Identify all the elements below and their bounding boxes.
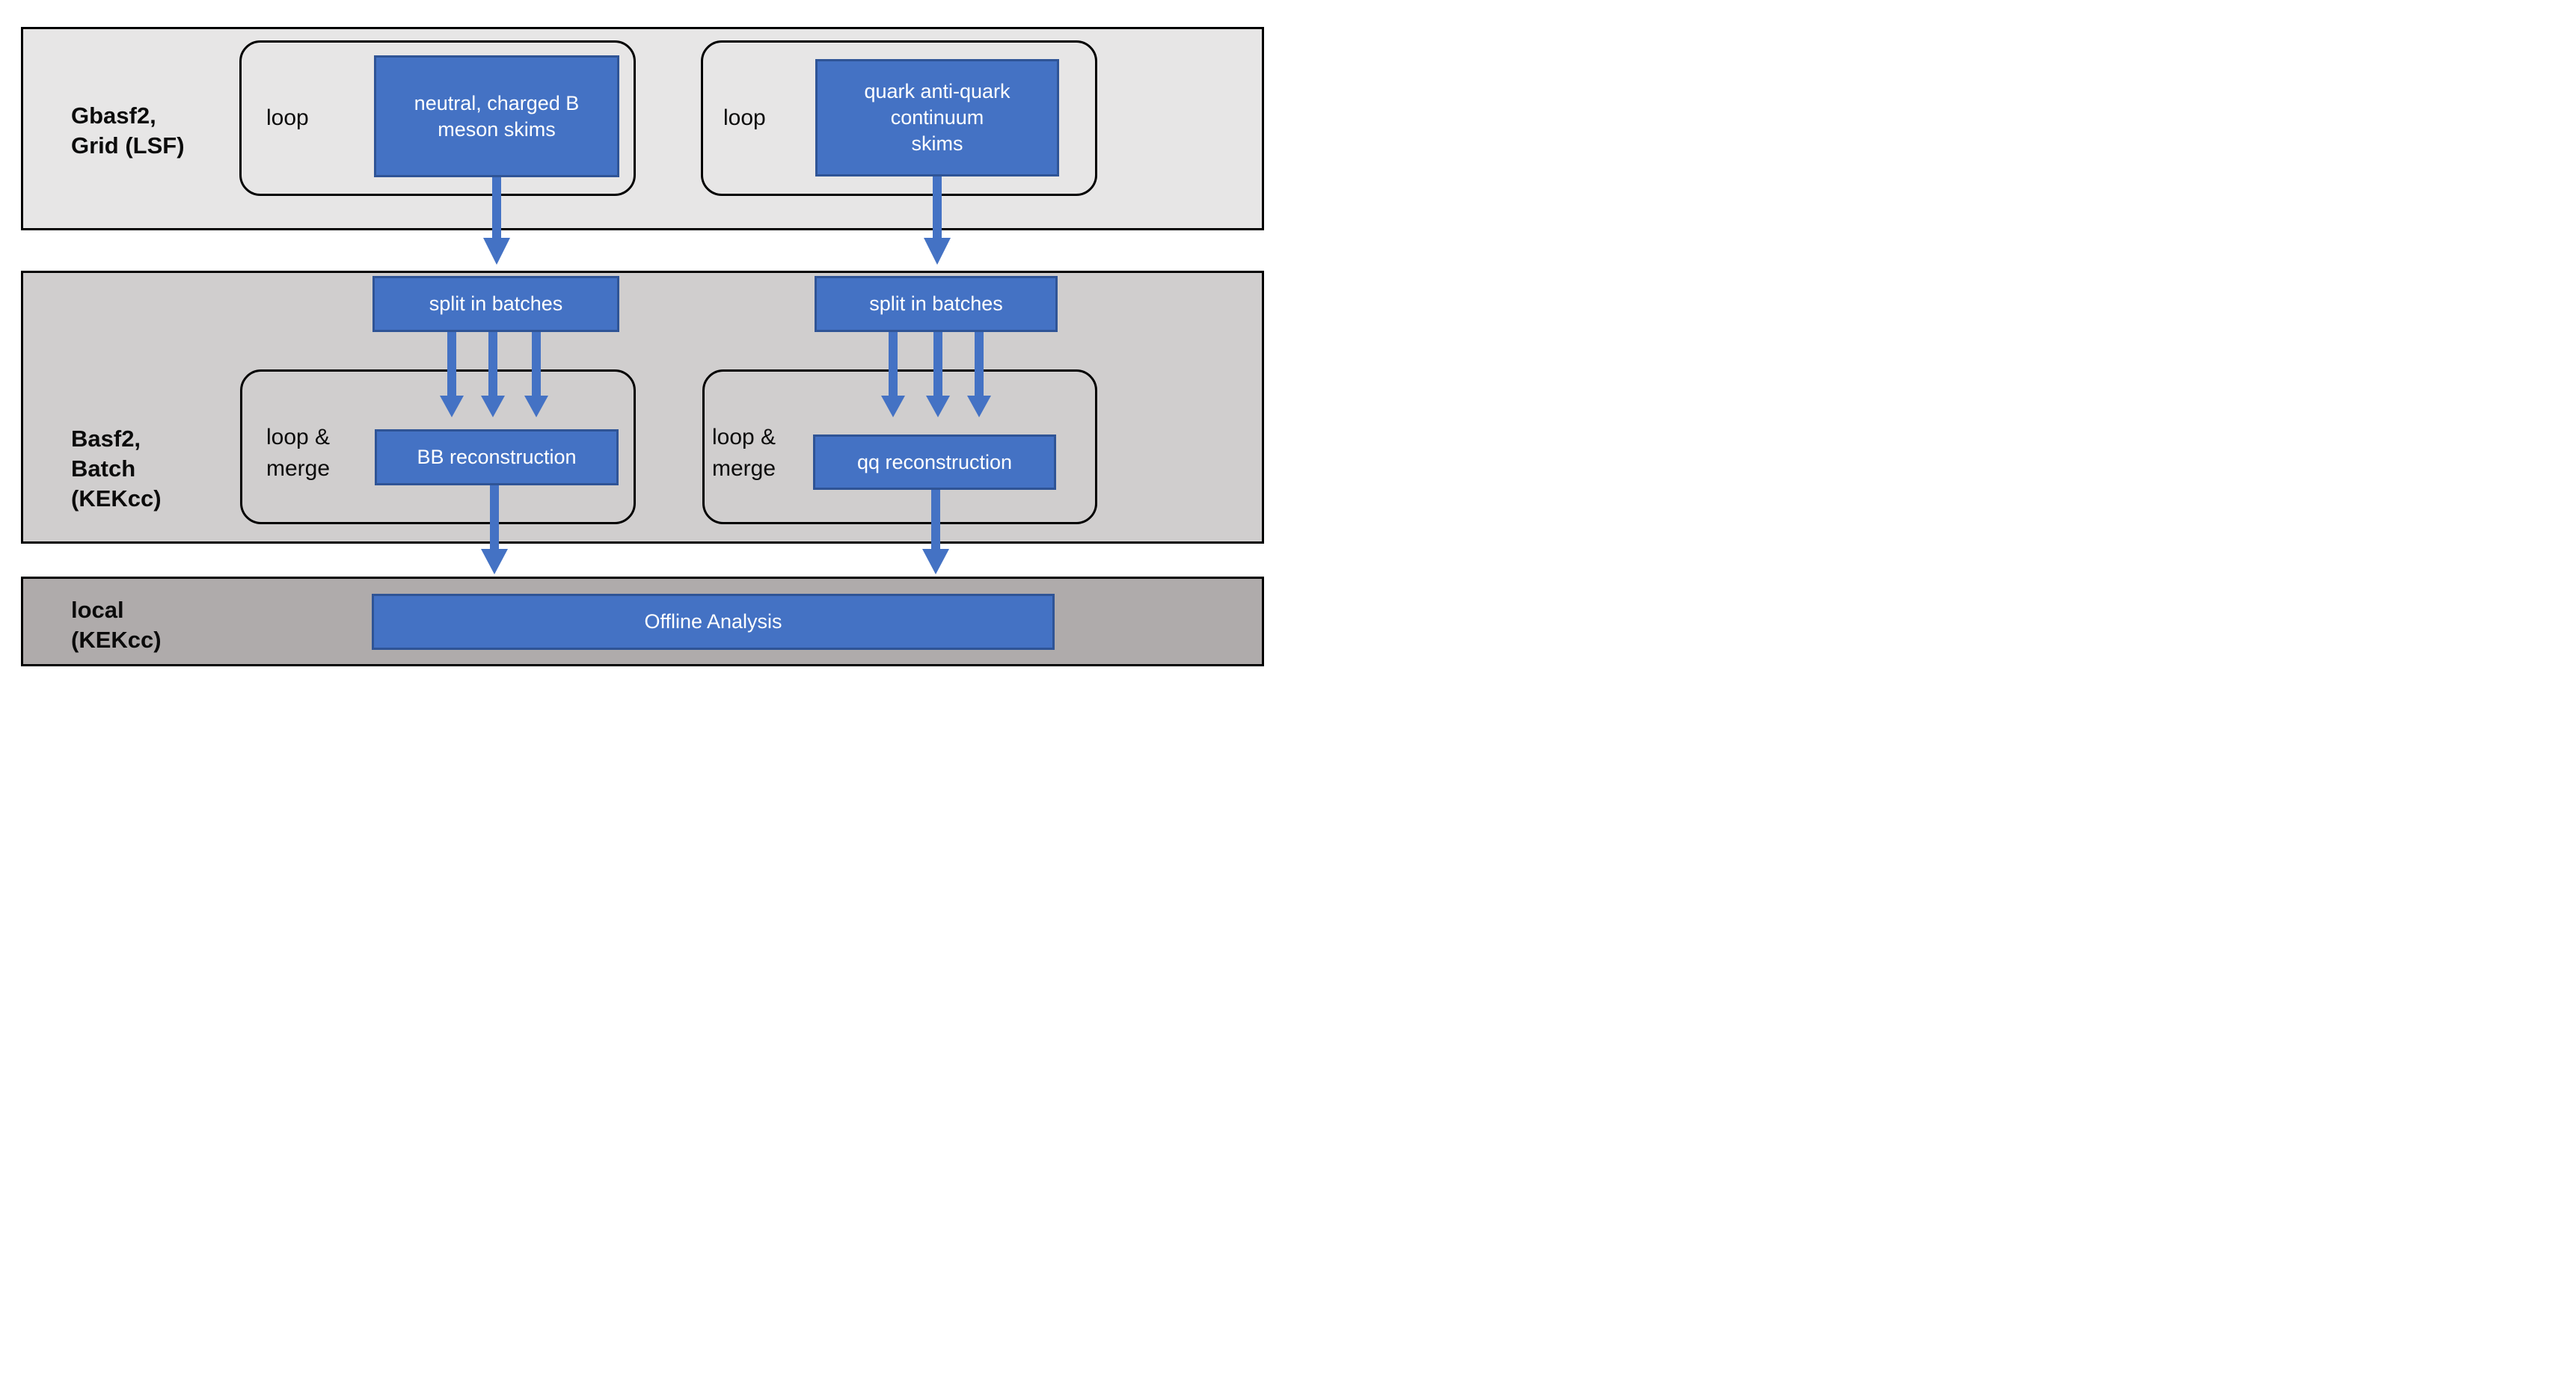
band-batch-label: Basf2, Batch (KEKcc) (71, 426, 162, 512)
skim-box-b-meson: neutral, charged B meson skims (374, 55, 619, 177)
band-grid-label: Gbasf2, Grid (LSF) (71, 102, 185, 159)
split-in-batches-box-left: split in batches (372, 276, 619, 332)
offline-analysis-box: Offline Analysis (372, 594, 1055, 650)
split-in-batches-box-right: split in batches (815, 276, 1058, 332)
loop-merge-container-left (240, 369, 636, 524)
skim-box-continuum: quark anti-quark continuum skims (815, 59, 1059, 176)
loop-label-right: loop (723, 105, 766, 130)
loop-merge-label-right: loop & merge (712, 425, 776, 481)
loop-label-left: loop (266, 105, 309, 130)
loop-container-skim-right (701, 40, 1097, 196)
qq-reconstruction-box: qq reconstruction (813, 434, 1056, 490)
loop-merge-label-left: loop & merge (266, 425, 331, 481)
bb-reconstruction-box: BB reconstruction (375, 429, 619, 485)
loop-container-skim-left (239, 40, 636, 196)
band-local-label: local (KEKcc) (71, 597, 162, 653)
workflow-diagram: Gbasf2, Grid (LSF) Basf2, Batch (KEKcc) … (0, 0, 1288, 692)
